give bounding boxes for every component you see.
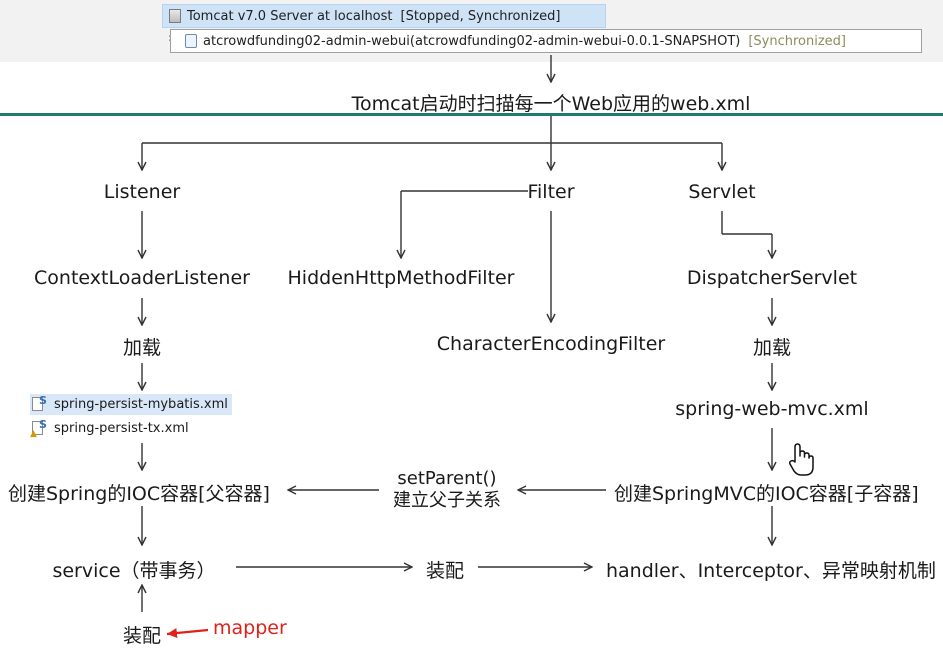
module-status: [Synchronized] <box>748 33 846 49</box>
module-entry-webui[interactable]: atcrowdfunding02-admin-webui(atcrowdfund… <box>170 29 922 53</box>
handler-node: handler、Interceptor、异常映射机制 <box>606 560 936 582</box>
spring-xml-file-icon: S <box>30 394 48 414</box>
listener-load-node: 加载 <box>122 337 162 359</box>
set-parent-line2: 建立父子关系 <box>393 490 501 511</box>
child-container-node: 创建SpringMVC的IOC容器[子容器] <box>614 483 919 505</box>
spring-web-mvc-xml-node: spring-web-mvc.xml <box>675 398 869 420</box>
set-parent-line1: setParent() <box>397 468 497 489</box>
servlet-load-node: 加载 <box>752 337 792 359</box>
filter-node: Filter <box>527 181 575 203</box>
servlet-node: Servlet <box>688 181 756 203</box>
hand-cursor-icon <box>788 443 814 476</box>
spring-xml-file-warning-icon: S▲ <box>30 417 47 439</box>
server-status: [Stopped, Synchronized] <box>400 8 561 24</box>
hidden-http-method-filter-node: HiddenHttpMethodFilter <box>287 267 515 289</box>
module-name: atcrowdfunding02-admin-webui(atcrowdfund… <box>203 33 741 49</box>
file-name: spring-persist-mybatis.xml <box>54 397 228 412</box>
listener-node: Listener <box>103 181 181 203</box>
service-node: service（带事务） <box>52 560 216 582</box>
mapper-annotation: mapper <box>213 617 287 639</box>
file-name: spring-persist-tx.xml <box>54 421 189 436</box>
dispatcher-servlet-node: DispatcherServlet <box>686 267 858 289</box>
middle-assemble-node: 装配 <box>425 560 465 582</box>
context-loader-listener-node: ContextLoaderListener <box>34 267 250 289</box>
character-encoding-filter-node: CharacterEncodingFilter <box>436 333 666 355</box>
server-icon <box>169 9 181 23</box>
parent-container-node: 创建Spring的IOC容器[父容器] <box>8 483 270 505</box>
server-name: Tomcat v7.0 Server at localhost <box>187 8 393 24</box>
set-parent-label: setParent() 建立父子关系 <box>393 468 501 512</box>
server-entry-tomcat[interactable]: Tomcat v7.0 Server at localhost [Stopped… <box>162 4 606 28</box>
root-node: Tomcat启动时扫描每一个Web应用的web.xml <box>351 93 751 115</box>
file-item-mybatis[interactable]: S spring-persist-mybatis.xml <box>30 394 232 415</box>
section-divider <box>0 113 943 116</box>
listener-assemble-node: 装配 <box>122 625 162 647</box>
web-module-icon <box>185 34 197 48</box>
mapper-red-arrow <box>166 628 209 639</box>
file-item-tx[interactable]: S▲ spring-persist-tx.xml <box>30 418 189 439</box>
